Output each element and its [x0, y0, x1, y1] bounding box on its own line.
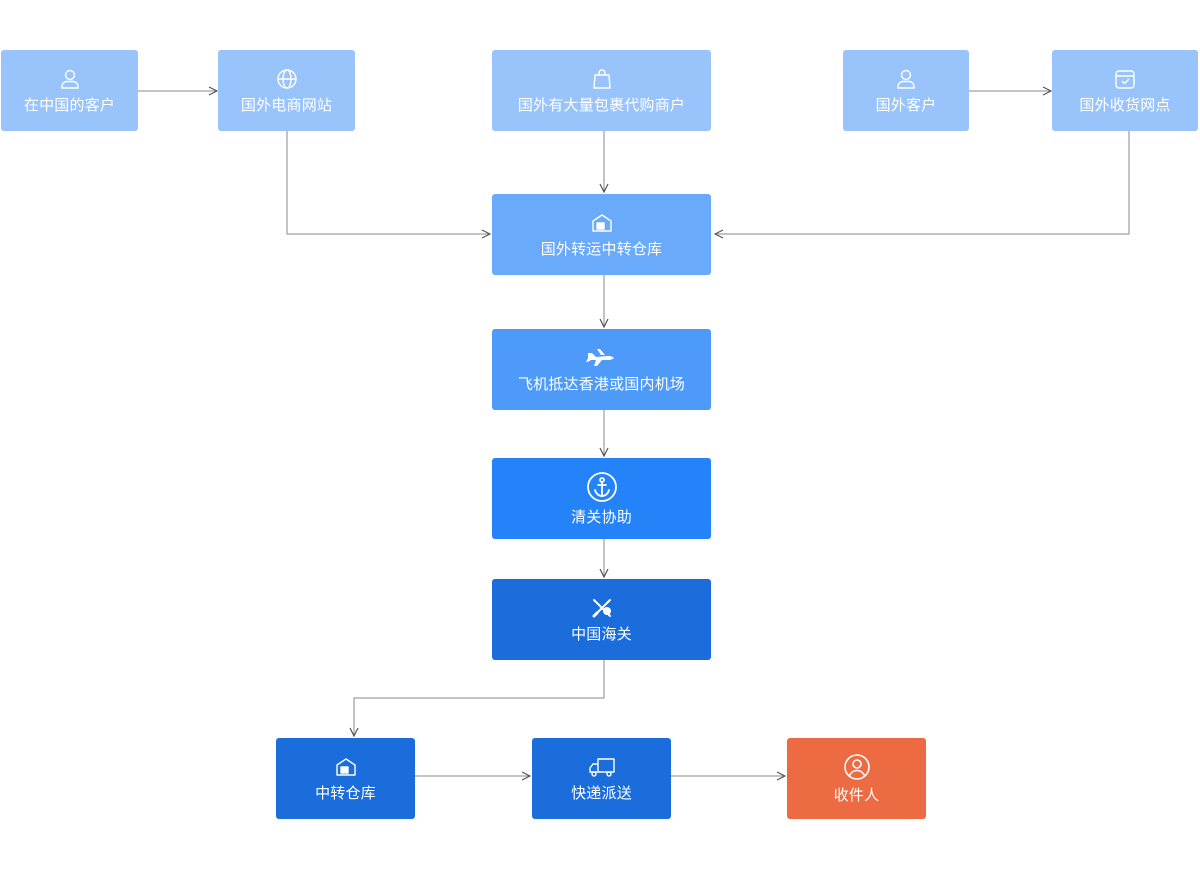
node-customs-assist: 清关协助	[492, 458, 711, 539]
node-label: 中转仓库	[315, 783, 376, 802]
node-foreign-merchant: 国外有大量包裹代购商户	[492, 50, 711, 131]
person-circle-icon	[843, 753, 870, 780]
warehouse-icon	[335, 757, 356, 776]
package-check-icon	[1115, 69, 1135, 89]
node-china-customs: 中国海关	[492, 579, 711, 660]
node-label: 中国海关	[571, 624, 632, 643]
shopping-bag-icon	[592, 68, 611, 89]
node-foreign-pickup-point: 国外收货网点	[1052, 50, 1198, 131]
node-label: 国外客户	[875, 95, 937, 114]
node-express-delivery: 快递派送	[532, 738, 671, 819]
node-label: 国外电商网站	[240, 95, 333, 114]
node-label: 快递派送	[571, 783, 632, 802]
node-label: 国外有大量包裹代购商户	[517, 95, 686, 114]
node-label: 在中国的客户	[23, 95, 116, 114]
node-label: 国外转运中转仓库	[540, 239, 663, 258]
node-foreign-customer: 国外客户	[843, 50, 969, 131]
truck-icon	[588, 757, 615, 777]
node-china-customer: 在中国的客户	[1, 50, 138, 131]
connector-ecommerce-to-warehouse	[286, 131, 490, 234]
user-icon	[60, 69, 79, 89]
connector-customs-to-transit	[354, 660, 605, 736]
node-transit-warehouse-abroad: 国外转运中转仓库	[492, 194, 711, 275]
anchor-icon	[586, 471, 617, 502]
node-foreign-ecommerce: 国外电商网站	[218, 50, 355, 131]
node-label: 收件人	[833, 785, 880, 804]
node-label: 清关协助	[571, 507, 632, 526]
node-flight-arrival: 飞机抵达香港或国内机场	[492, 329, 711, 410]
customs-tools-icon	[592, 598, 611, 617]
airplane-icon	[585, 348, 614, 366]
node-label: 国外收货网点	[1079, 95, 1171, 114]
user-icon	[897, 69, 915, 89]
node-label: 飞机抵达香港或国内机场	[517, 374, 686, 393]
node-transit-warehouse: 中转仓库	[276, 738, 415, 819]
globe-icon	[276, 68, 297, 89]
connector-pickup-to-warehouse	[715, 131, 1130, 234]
warehouse-icon	[591, 213, 612, 232]
node-receiver: 收件人	[787, 738, 926, 819]
